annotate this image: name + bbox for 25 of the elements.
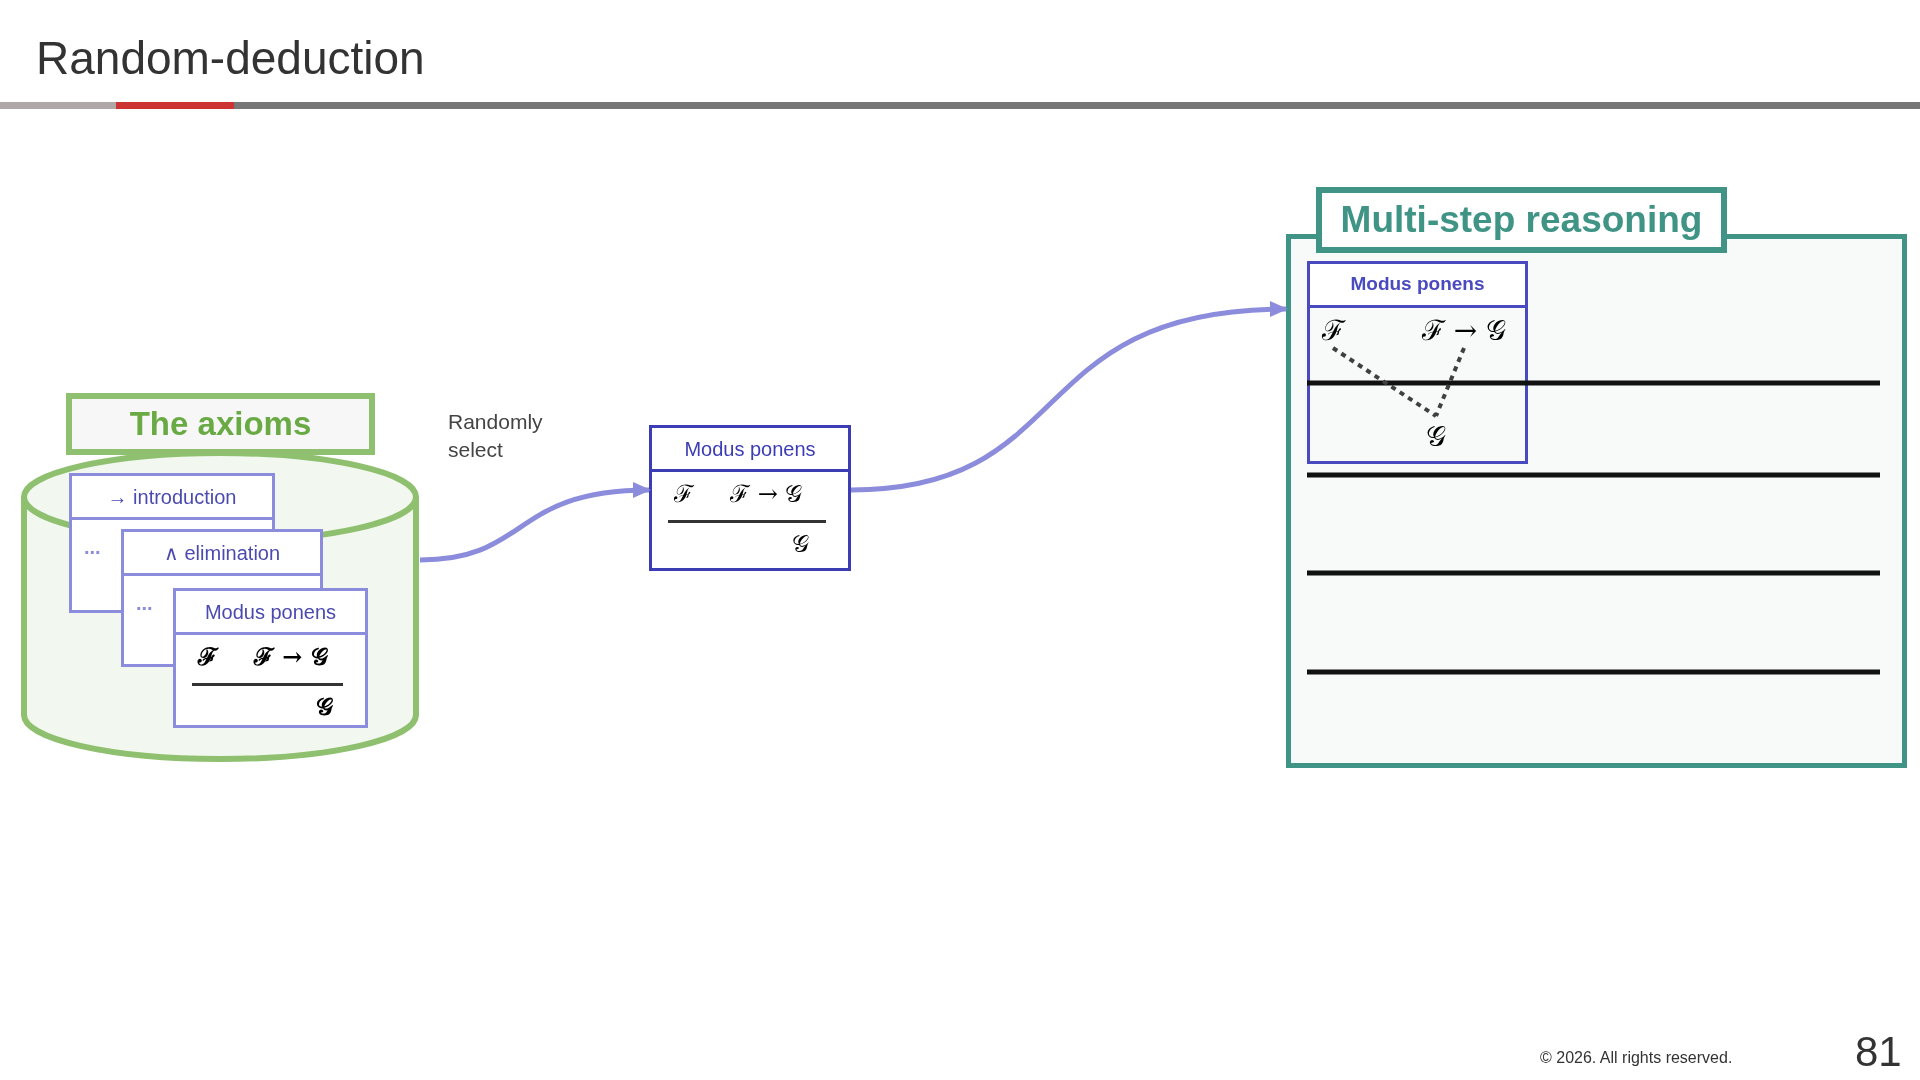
premise-formula: ℱ → 𝒢 <box>254 642 328 671</box>
formula: ℱ → 𝒢 <box>1420 313 1508 349</box>
page-number: 81 <box>1855 1027 1902 1077</box>
section-title: Multi-step reasoning <box>1316 187 1727 253</box>
rule-name: → introduction <box>107 484 237 510</box>
formula: 𝒢 <box>1425 419 1447 455</box>
rule-name: Modus ponens <box>1350 272 1485 297</box>
dotted-connector <box>1331 346 1438 418</box>
conclusion-formula: 𝒢 <box>316 692 333 721</box>
ellipsis: ... <box>84 536 101 558</box>
heading-label: The axioms <box>66 393 375 455</box>
copyright-note: © 2026. All rights reserved. <box>1540 1048 1733 1068</box>
rule-name: Modus ponens <box>684 436 816 462</box>
premise-formula: ℱ <box>198 642 218 671</box>
premise-formula: ℱ → 𝒢 <box>730 480 803 508</box>
formula: ℱ <box>1320 313 1347 349</box>
page-title: Random-deduction <box>36 31 425 86</box>
ellipsis: ... <box>136 592 153 614</box>
rule-name: ∧ elimination <box>163 540 281 566</box>
rule-name: Modus ponens <box>204 599 337 625</box>
conclusion-formula: 𝒢 <box>792 530 809 558</box>
dotted-connector <box>1434 347 1466 417</box>
arrow <box>419 482 651 563</box>
arrow <box>850 301 1288 493</box>
premise-formula: ℱ <box>674 480 694 508</box>
